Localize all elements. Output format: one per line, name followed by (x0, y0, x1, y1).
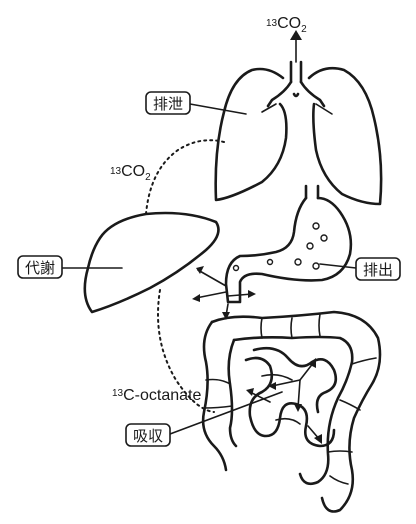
excretion-label: 排泄 (146, 92, 246, 114)
svg-text:代謝: 代謝 (25, 259, 55, 277)
co2-top-label: 13CO2 (266, 15, 307, 35)
co2-mid-label: 13CO2 (110, 163, 151, 183)
svg-text:排泄: 排泄 (153, 95, 183, 113)
svg-text:吸収: 吸収 (133, 427, 163, 445)
octanate-label: 13C-octanate (112, 387, 201, 404)
stomach (226, 186, 351, 302)
metabolism-label: 代謝 (18, 256, 122, 278)
bloodflow-liver-to-lung (146, 140, 224, 214)
svg-text:排出: 排出 (363, 261, 393, 279)
lungs (216, 62, 381, 204)
